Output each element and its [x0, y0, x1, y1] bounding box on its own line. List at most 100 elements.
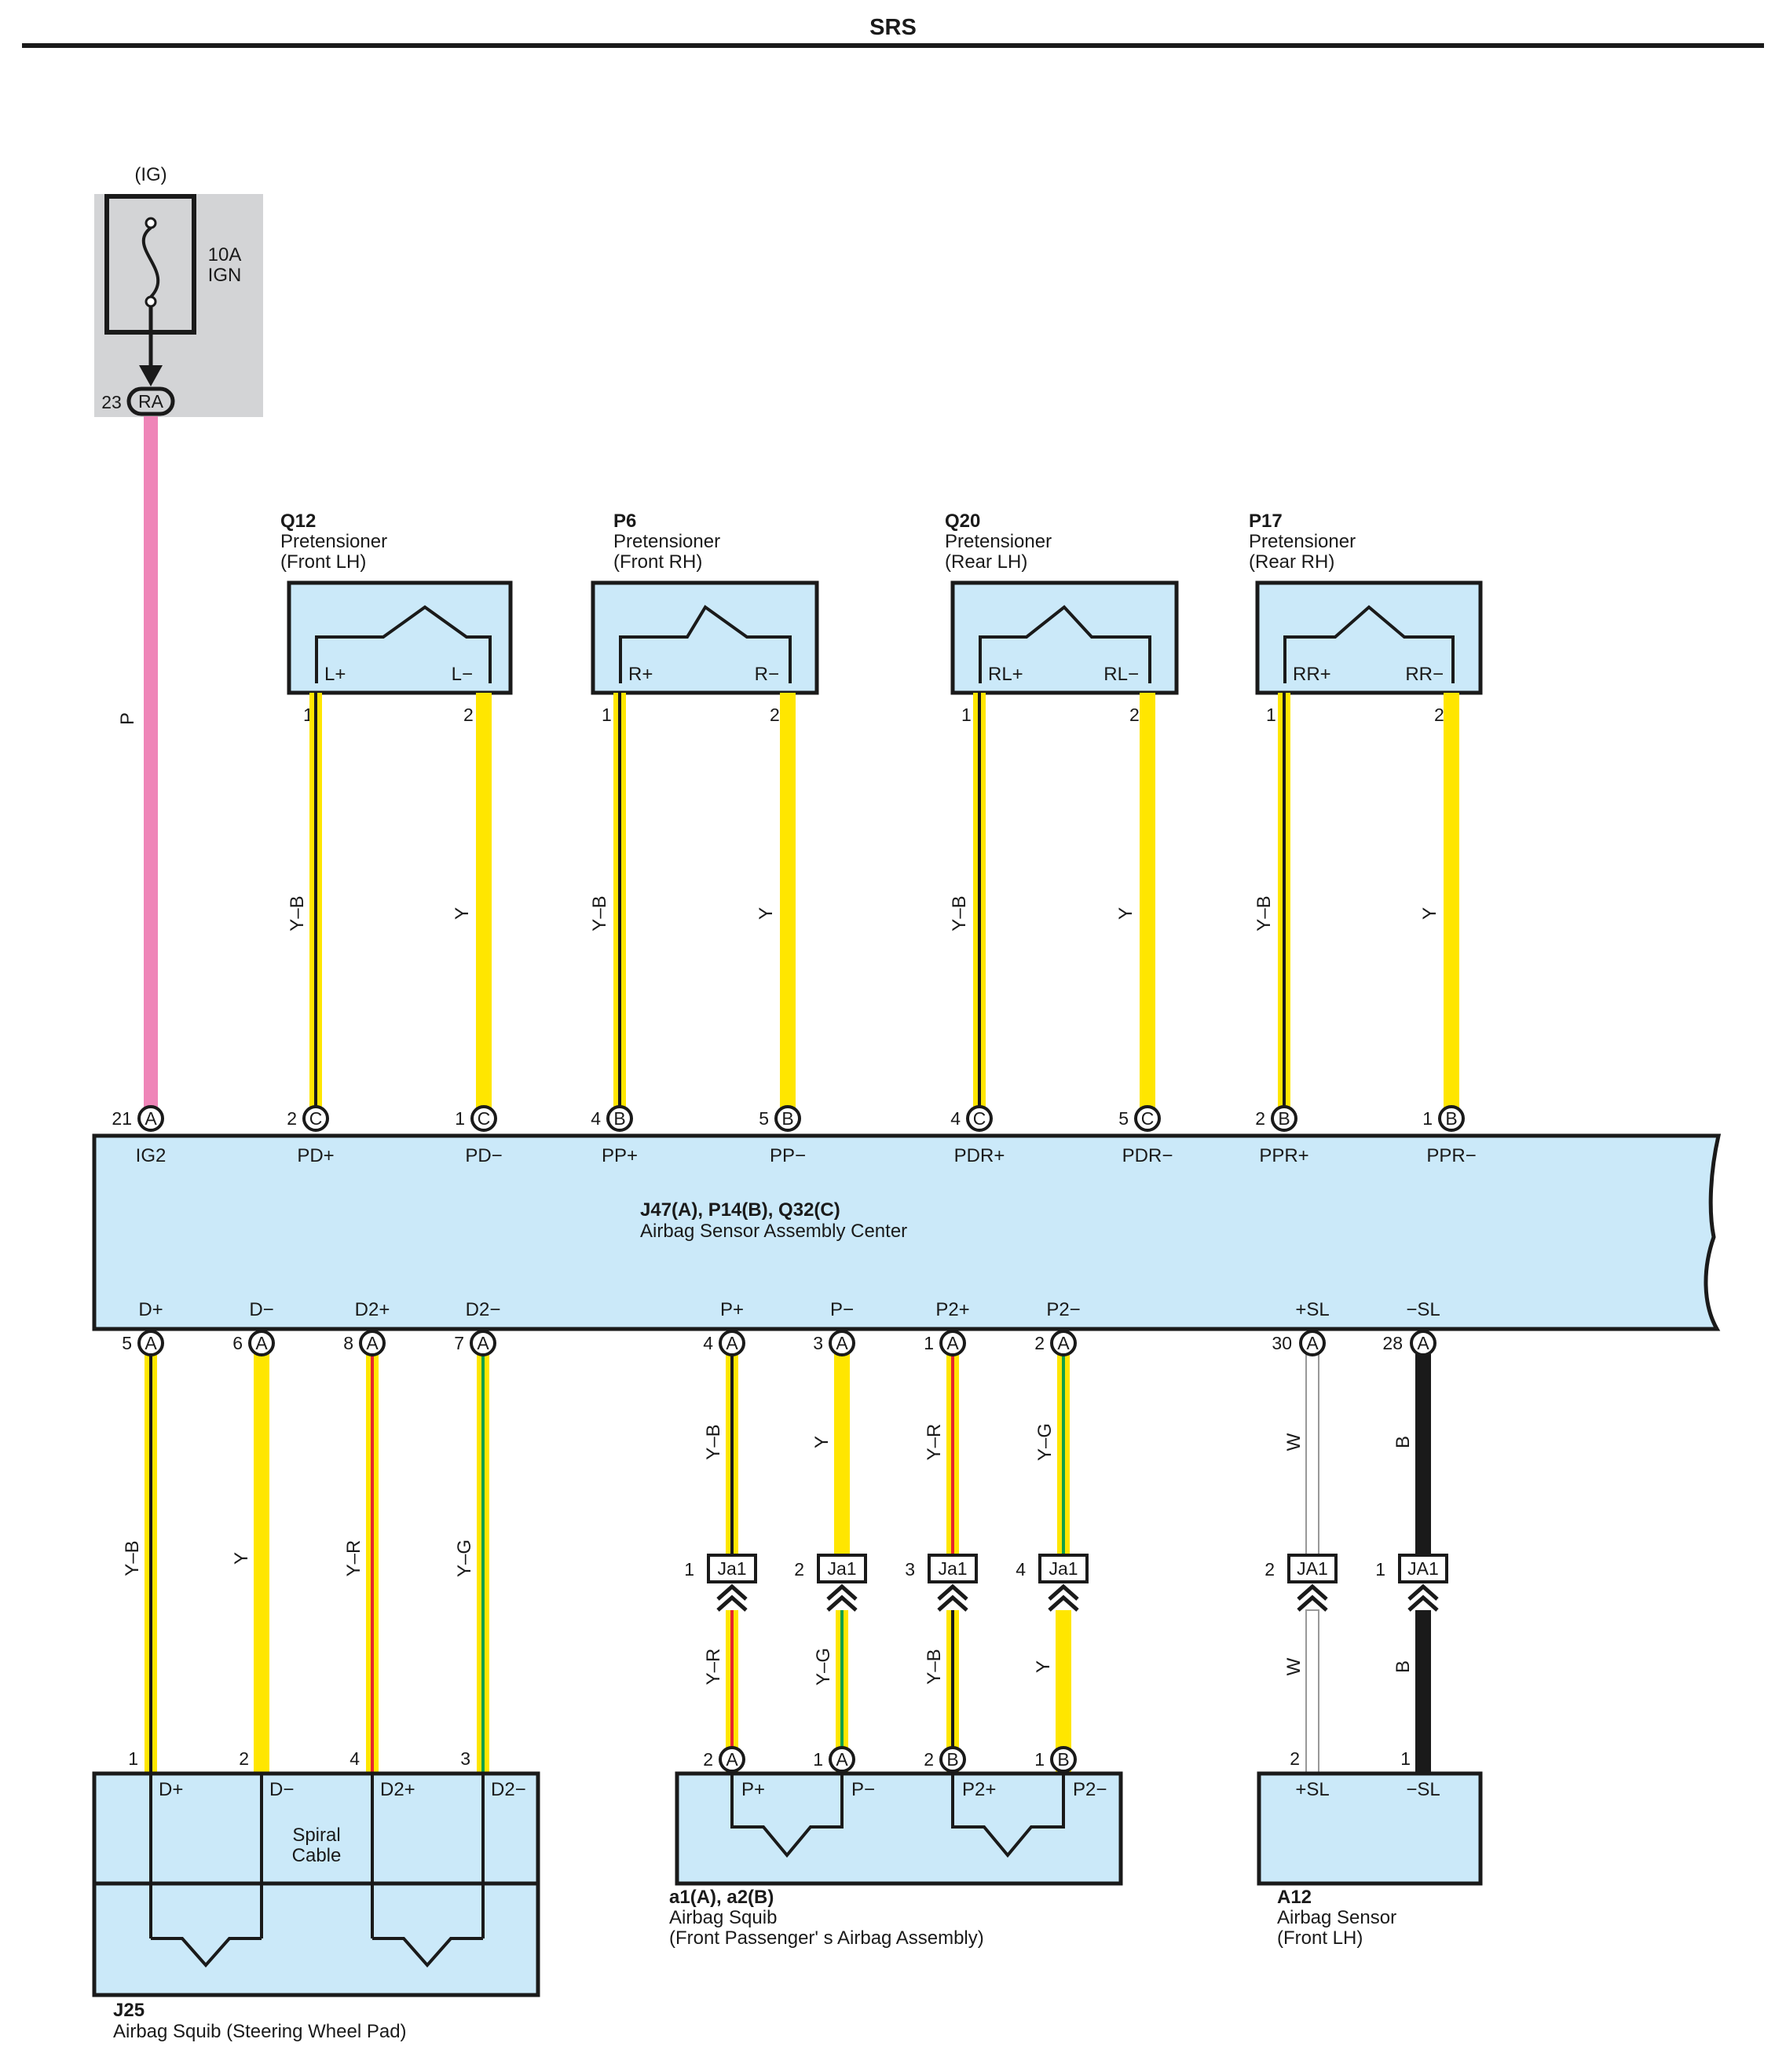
pretensioner-q20-header: Q20 Pretensioner (Rear LH) — [945, 511, 1052, 573]
squib-symbol-icon — [619, 605, 792, 683]
pin-number: 3 — [813, 1333, 823, 1353]
terminal-label: +SL — [1295, 1779, 1329, 1800]
terminal-label: R+ — [628, 664, 653, 685]
pretensioner-name: Pretensioner — [945, 531, 1052, 552]
terminal-label: −SL — [1406, 1299, 1440, 1320]
pin-number: 1 — [1034, 1749, 1045, 1770]
spiral-cable-label: Spiral — [292, 1825, 340, 1846]
pin-number: 2 — [463, 705, 474, 725]
component-id: A12 — [1277, 1887, 1312, 1908]
terminal-label: RR− — [1405, 664, 1444, 685]
pin-number: 2 — [287, 1108, 297, 1129]
wire-p-minus-upper — [834, 1354, 850, 1555]
terminal-label: D− — [249, 1299, 273, 1320]
terminal-label: D− — [269, 1779, 294, 1800]
junction-box — [707, 1554, 757, 1583]
pretensioner-id: Q12 — [280, 511, 316, 532]
terminal-label: P2− — [1073, 1779, 1107, 1800]
terminal-label: L− — [452, 664, 473, 685]
terminal-label: R− — [755, 664, 779, 685]
junction-connector-3: Ja1 3 — [905, 1554, 978, 1612]
terminal-label: PDR− — [1122, 1145, 1173, 1166]
junction-chevron-icon — [716, 1583, 748, 1612]
pin-number: 2 — [1129, 705, 1140, 725]
pin-connector: B — [781, 1108, 793, 1129]
terminal-label: +SL — [1295, 1299, 1329, 1320]
pin-circle — [1271, 1105, 1297, 1132]
terminal-label: PPR− — [1426, 1145, 1476, 1166]
terminal-label: P2+ — [935, 1299, 969, 1320]
pin-circle — [1050, 1746, 1077, 1773]
wire-color-label: Y–B — [589, 895, 610, 931]
pin-circle — [302, 1105, 329, 1132]
wire-stripe — [730, 1610, 734, 1774]
pretensioner-id: P17 — [1249, 511, 1283, 532]
wire-plus-sl-upper — [1305, 1353, 1319, 1556]
pin-circle — [470, 1330, 496, 1356]
wire-stripe — [371, 1354, 374, 1774]
component-name: Airbag Squib — [669, 1907, 777, 1928]
pin-connector: A — [145, 1108, 157, 1129]
wire-stripe — [149, 1354, 152, 1774]
pin-circle — [829, 1330, 855, 1356]
pin-connector: A — [836, 1333, 848, 1353]
wire-color-label: Y–G — [454, 1539, 475, 1577]
pin-connector: C — [973, 1108, 986, 1129]
wire-p2-minus-lower — [1056, 1610, 1071, 1774]
airbag-sensor-assembly-center-box — [92, 1133, 1722, 1331]
junction-pin-number: 4 — [1016, 1559, 1026, 1580]
pin-number: 28 — [1382, 1333, 1403, 1353]
terminal-label: RL− — [1103, 664, 1139, 685]
pin-number: 1 — [1400, 1748, 1411, 1769]
pin-connector: A — [1417, 1333, 1429, 1353]
wire-minus-sl-upper — [1415, 1354, 1431, 1555]
pretensioner-q12-box: L+ L− — [287, 580, 513, 695]
pin-connector: B — [1057, 1749, 1069, 1770]
pin-number: 2 — [1290, 1748, 1300, 1769]
junction-box — [1287, 1554, 1338, 1583]
pretensioner-id: Q20 — [945, 511, 980, 532]
wire-color-label: Y — [452, 907, 473, 920]
pretensioner-position: (Front LH) — [280, 551, 366, 573]
pin-circle — [137, 1105, 164, 1132]
terminal-label: D2+ — [380, 1779, 415, 1800]
pin-number: 30 — [1272, 1333, 1292, 1353]
pin-circle — [1299, 1330, 1326, 1356]
pin-circle — [1438, 1105, 1465, 1132]
component-id: a1(A), a2(B) — [669, 1887, 774, 1908]
junction-name: Ja1 — [938, 1558, 967, 1579]
terminal-label: P− — [851, 1779, 875, 1800]
wire-color-label: Y — [1419, 907, 1440, 920]
terminal-label: P− — [830, 1299, 854, 1320]
pin-number: 8 — [343, 1333, 353, 1353]
wire-color-label: Y–B — [1253, 895, 1275, 931]
terminal-label: D2− — [466, 1299, 501, 1320]
pin-circle — [1050, 1330, 1077, 1356]
terminal-label: RR+ — [1293, 664, 1331, 685]
squib-symbol-icon — [730, 1774, 844, 1858]
terminal-label: P+ — [741, 1779, 765, 1800]
pretensioner-id: P6 — [613, 511, 636, 532]
pin-number: 2 — [239, 1748, 249, 1769]
wire-stripe — [314, 693, 317, 1115]
wire-color-label: Y–R — [343, 1540, 364, 1577]
pin-circle — [606, 1105, 633, 1132]
terminal-label: PP+ — [602, 1145, 638, 1166]
wire-color-label: W — [1283, 1657, 1305, 1675]
pin-connector: A — [366, 1333, 379, 1353]
wire-color-label: Y–B — [703, 1424, 724, 1459]
terminal-label: P2+ — [962, 1779, 996, 1800]
fuse-terminal-bottom — [145, 295, 157, 308]
pin-number: 3 — [460, 1748, 470, 1769]
terminal-label: D2− — [491, 1779, 526, 1800]
pin-circle — [719, 1746, 745, 1773]
junction-pin-number: 1 — [684, 1559, 694, 1580]
pin-number: 2 — [924, 1749, 934, 1770]
fuse-pin-number: 23 — [101, 392, 122, 412]
junction-connector-2: Ja1 2 — [794, 1554, 867, 1612]
pretensioner-name: Pretensioner — [280, 531, 387, 552]
junction-connector-6: JA1 1 — [1375, 1554, 1448, 1612]
junction-chevron-icon — [1048, 1583, 1079, 1612]
wire-stripe — [951, 1354, 954, 1555]
terminal-label: D2+ — [355, 1299, 390, 1320]
